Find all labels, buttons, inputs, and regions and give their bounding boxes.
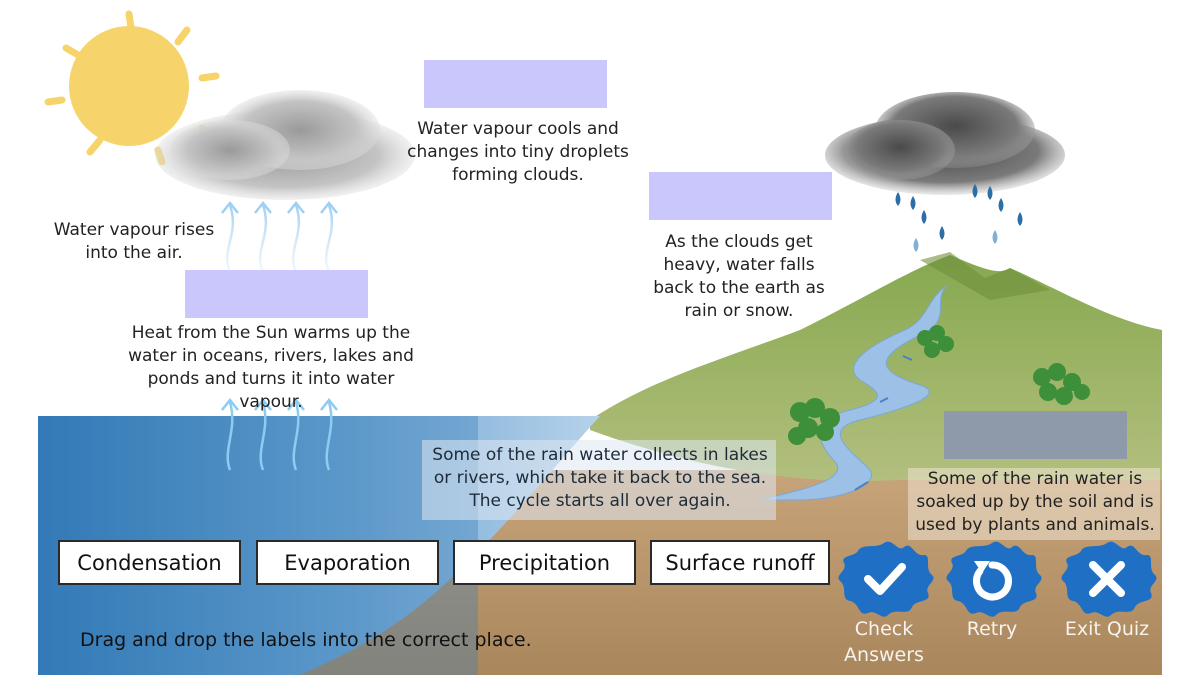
caption-heat: Heat from the Sun warms up the water in … [128,323,414,412]
instruction-text: Drag and drop the labels into the correc… [80,629,532,651]
rain-cloud-icon [825,92,1065,195]
check-icon [864,563,906,595]
peak-shading [920,252,1050,300]
caption-heavy: As the clouds get heavy, water falls bac… [653,232,825,321]
caption-soaked: Some of the rain water is soaked up by t… [915,469,1155,535]
drop-zone-evaporation-target[interactable] [185,270,368,318]
retry-label: Retry [966,618,1018,640]
caption-cools: Water vapour cools and changes into tiny… [407,119,629,185]
river [759,284,949,501]
check-answers-button[interactable]: Check Answers [832,535,936,675]
caption-rises: Water vapour rises into the air. [53,220,215,263]
label-evaporation[interactable]: Evaporation [256,540,439,585]
close-icon [1089,561,1125,597]
vapour-arrows-upper [221,200,338,273]
label-condensation[interactable]: Condensation [58,540,241,585]
cloud-icon [155,90,415,200]
retry-icon [973,561,1012,601]
vapour-arrows-lower [221,397,338,471]
drop-zone-precipitation-target[interactable] [649,172,832,220]
check-answers-label: Check Answers [844,618,924,666]
splash-retry [946,541,1042,617]
caption-backdrop-soaked [908,468,1160,540]
label-surface-runoff[interactable]: Surface runoff [650,540,830,585]
caption-backdrop-collects [422,440,776,520]
exit-quiz-button[interactable]: Exit Quiz [1055,535,1159,675]
exit-quiz-label: Exit Quiz [1064,618,1150,640]
caption-collects: Some of the rain water collects in lakes… [432,445,768,511]
raindrops [895,184,1023,252]
river-flow-arrows [854,355,913,491]
retry-button[interactable]: Retry [940,535,1044,675]
label-precipitation[interactable]: Precipitation [453,540,636,585]
sun-icon [44,10,220,166]
drop-zone-runoff-target[interactable] [944,411,1127,459]
drop-zone-condensation-target[interactable] [424,60,607,108]
trees [788,325,1090,445]
